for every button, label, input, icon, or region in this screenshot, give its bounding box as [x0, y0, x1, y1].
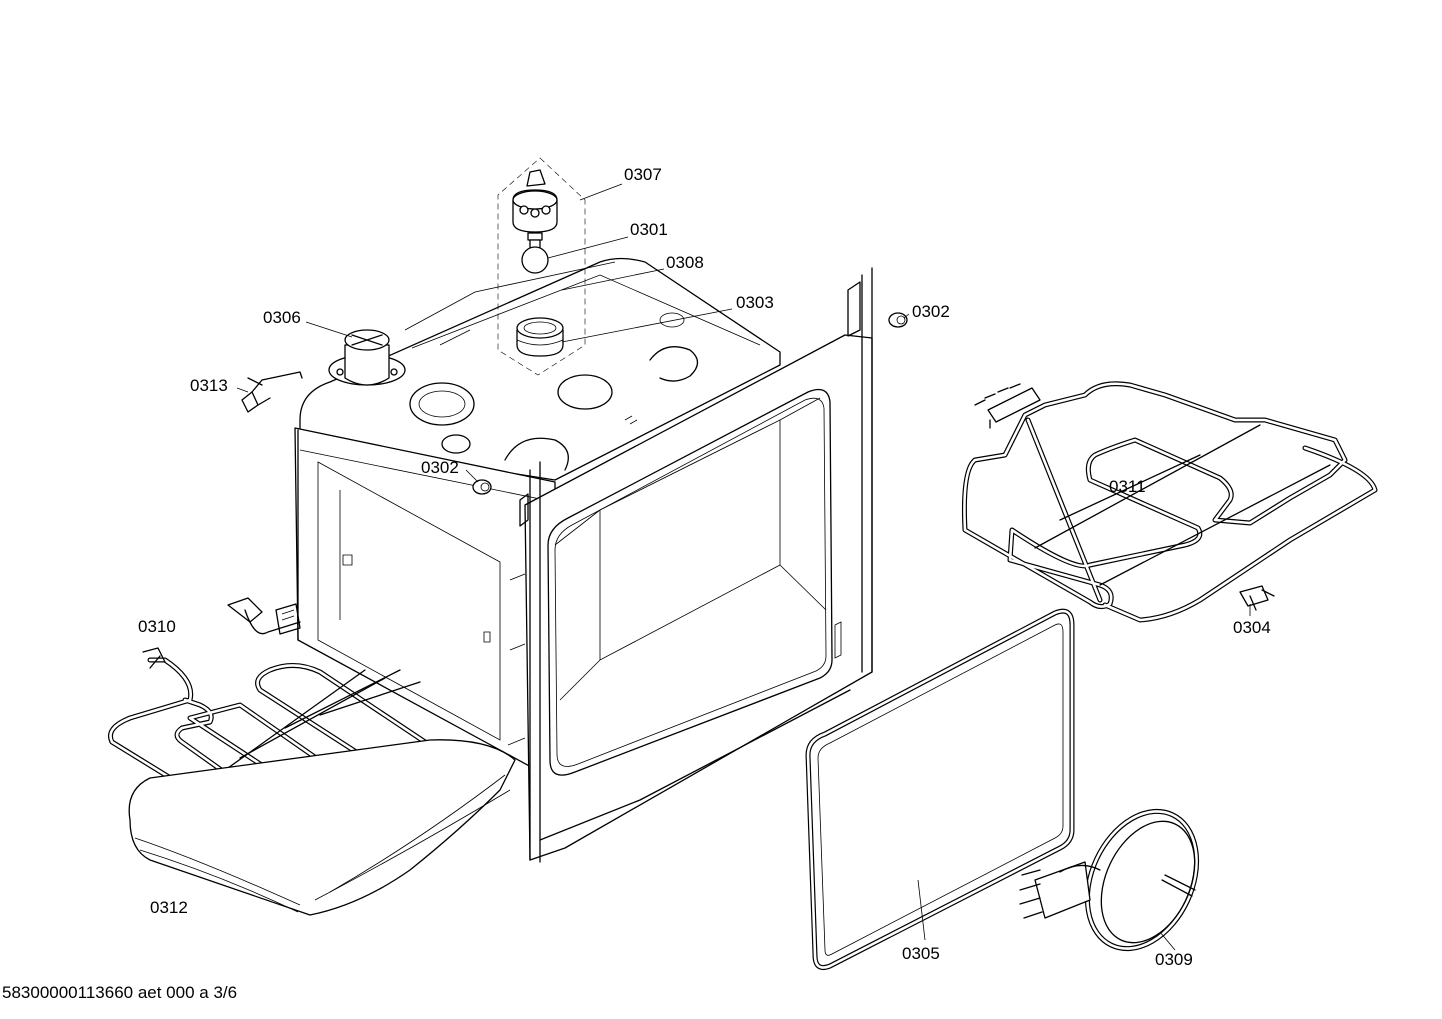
bushing-middle [473, 480, 491, 494]
grill-heater-element [964, 384, 1375, 620]
lamp-assembly [498, 158, 585, 375]
label-0305: 0305 [902, 944, 940, 963]
insulation-mat [129, 740, 515, 915]
oven-cavity [295, 259, 780, 781]
label-0307: 0307 [624, 165, 662, 184]
door-gasket [808, 611, 1072, 967]
label-0312: 0312 [150, 898, 188, 917]
label-0313: 0313 [190, 376, 228, 395]
lamp-bulb [522, 240, 548, 273]
label-0311: 0311 [1109, 477, 1146, 496]
leader-lines [237, 184, 1250, 950]
wire-clip [242, 372, 302, 412]
label-0306: 0306 [263, 308, 301, 327]
vent-unit [329, 330, 405, 385]
label-0309: 0309 [1155, 950, 1193, 969]
label-0303: 0303 [736, 293, 774, 312]
label-0308: 0308 [666, 253, 704, 272]
label-0304: 0304 [1233, 618, 1271, 637]
label-0302-top: 0302 [912, 302, 950, 321]
label-0302-middle: 0302 [421, 458, 459, 477]
label-0310: 0310 [138, 617, 176, 636]
heater-bracket [228, 598, 300, 634]
front-frame [508, 268, 872, 862]
lamp-socket [513, 170, 557, 240]
lamp-glass-cover [517, 318, 563, 356]
circular-heater-element [1020, 794, 1218, 967]
document-footer-code: 58300000113660 aet 000 a 3/6 [2, 983, 238, 1002]
retainer-clip [1240, 586, 1274, 610]
bushing-top [889, 313, 907, 327]
label-0301: 0301 [630, 220, 668, 239]
